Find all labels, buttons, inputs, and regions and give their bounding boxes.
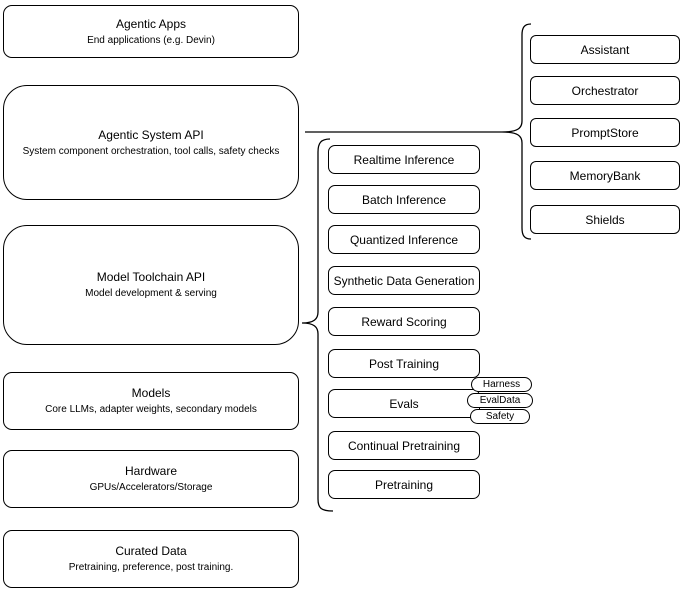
node-title: Models [131, 386, 171, 400]
node-hardware: Hardware GPUs/Accelerators/Storage [3, 450, 299, 508]
node-reward-scoring: Reward Scoring [328, 307, 480, 336]
node-agentic-system-api: Agentic System API System component orch… [3, 85, 299, 200]
node-title: Model Toolchain API [96, 270, 206, 284]
eval-tag-harness: Harness [471, 377, 532, 392]
node-synthetic-data-generation: Synthetic Data Generation [328, 266, 480, 295]
node-subtitle: End applications (e.g. Devin) [87, 34, 215, 46]
node-quantized-inference: Quantized Inference [328, 225, 480, 254]
node-title: Agentic Apps [115, 16, 187, 31]
system-group-brace [501, 23, 532, 240]
node-subtitle: Pretraining, preference, post training. [68, 562, 234, 573]
node-title: Hardware [124, 464, 178, 478]
node-curated-data: Curated Data Pretraining, preference, po… [3, 530, 299, 588]
node-subtitle: System component orchestration, tool cal… [22, 145, 280, 157]
node-promptstore: PromptStore [530, 118, 680, 147]
node-batch-inference: Batch Inference [328, 185, 480, 214]
node-subtitle: Model development & serving [85, 288, 217, 299]
node-title: Agentic System API [98, 127, 204, 142]
node-shields: Shields [530, 205, 680, 234]
node-post-training: Post Training [328, 349, 480, 378]
node-subtitle: GPUs/Accelerators/Storage [89, 482, 213, 493]
node-title: Curated Data [115, 544, 187, 558]
node-models: Models Core LLMs, adapter weights, secon… [3, 372, 299, 430]
node-evals: Evals [328, 389, 480, 418]
node-model-toolchain-api: Model Toolchain API Model development & … [3, 225, 299, 345]
node-subtitle: Core LLMs, adapter weights, secondary mo… [45, 404, 257, 415]
node-realtime-inference: Realtime Inference [328, 145, 480, 174]
node-memorybank: MemoryBank [530, 161, 680, 190]
node-pretraining: Pretraining [328, 470, 480, 499]
node-orchestrator: Orchestrator [530, 76, 680, 105]
eval-tag-safety: Safety [470, 409, 530, 424]
node-agentic-apps: Agentic Apps End applications (e.g. Devi… [3, 5, 299, 58]
node-continual-pretraining: Continual Pretraining [328, 431, 480, 460]
node-assistant: Assistant [530, 35, 680, 64]
eval-tag-evaldata: EvalData [467, 393, 533, 408]
